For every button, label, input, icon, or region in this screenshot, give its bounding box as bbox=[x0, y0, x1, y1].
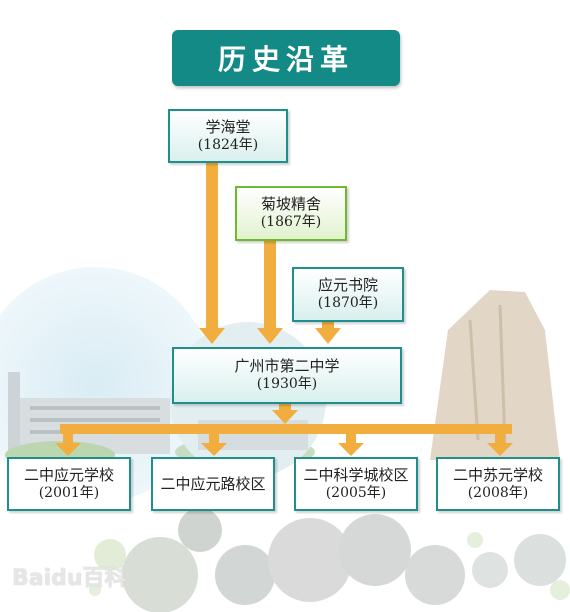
node-year: (2005年) bbox=[325, 484, 387, 501]
node-year: (1824年) bbox=[197, 136, 259, 153]
rock-monument bbox=[430, 290, 560, 460]
node-name: 应元书院 bbox=[317, 276, 378, 295]
node-year: (1867年) bbox=[260, 214, 322, 231]
node-guangzhou-no2: 广州市第二中学 (1930年) bbox=[172, 347, 402, 404]
node-name: 二中应元路校区 bbox=[160, 474, 266, 493]
connectors bbox=[55, 163, 513, 456]
node-name: 菊坡精舍 bbox=[260, 195, 321, 214]
node-suyuan: 二中苏元学校 (2008年) bbox=[436, 457, 560, 511]
node-year: (1870年) bbox=[317, 295, 379, 312]
node-year: (1930年) bbox=[256, 376, 318, 393]
node-year: (2001年) bbox=[38, 484, 100, 501]
node-year: (2008年) bbox=[467, 484, 529, 501]
node-yingyuan-school: 二中应元学校 (2001年) bbox=[7, 457, 131, 511]
page-title: 历史沿革 bbox=[172, 30, 400, 86]
photo-circles bbox=[89, 508, 570, 612]
node-name: 二中科学城校区 bbox=[303, 465, 409, 484]
node-xuehaitang: 学海堂 (1824年) bbox=[168, 109, 288, 163]
node-name: 二中应元学校 bbox=[23, 465, 114, 484]
building-left bbox=[8, 372, 20, 452]
node-name: 学海堂 bbox=[205, 117, 251, 136]
node-yingyuan-road: 二中应元路校区 bbox=[151, 457, 275, 511]
node-name: 广州市第二中学 bbox=[234, 357, 340, 376]
node-yingyuan-shuyuan: 应元书院 (1870年) bbox=[292, 267, 404, 322]
baidu-watermark: Baidu百科 bbox=[12, 566, 127, 591]
node-kexuecheng: 二中科学城校区 (2005年) bbox=[294, 457, 418, 511]
node-name: 二中苏元学校 bbox=[452, 465, 543, 484]
node-jupo: 菊坡精舍 (1867年) bbox=[235, 186, 347, 241]
